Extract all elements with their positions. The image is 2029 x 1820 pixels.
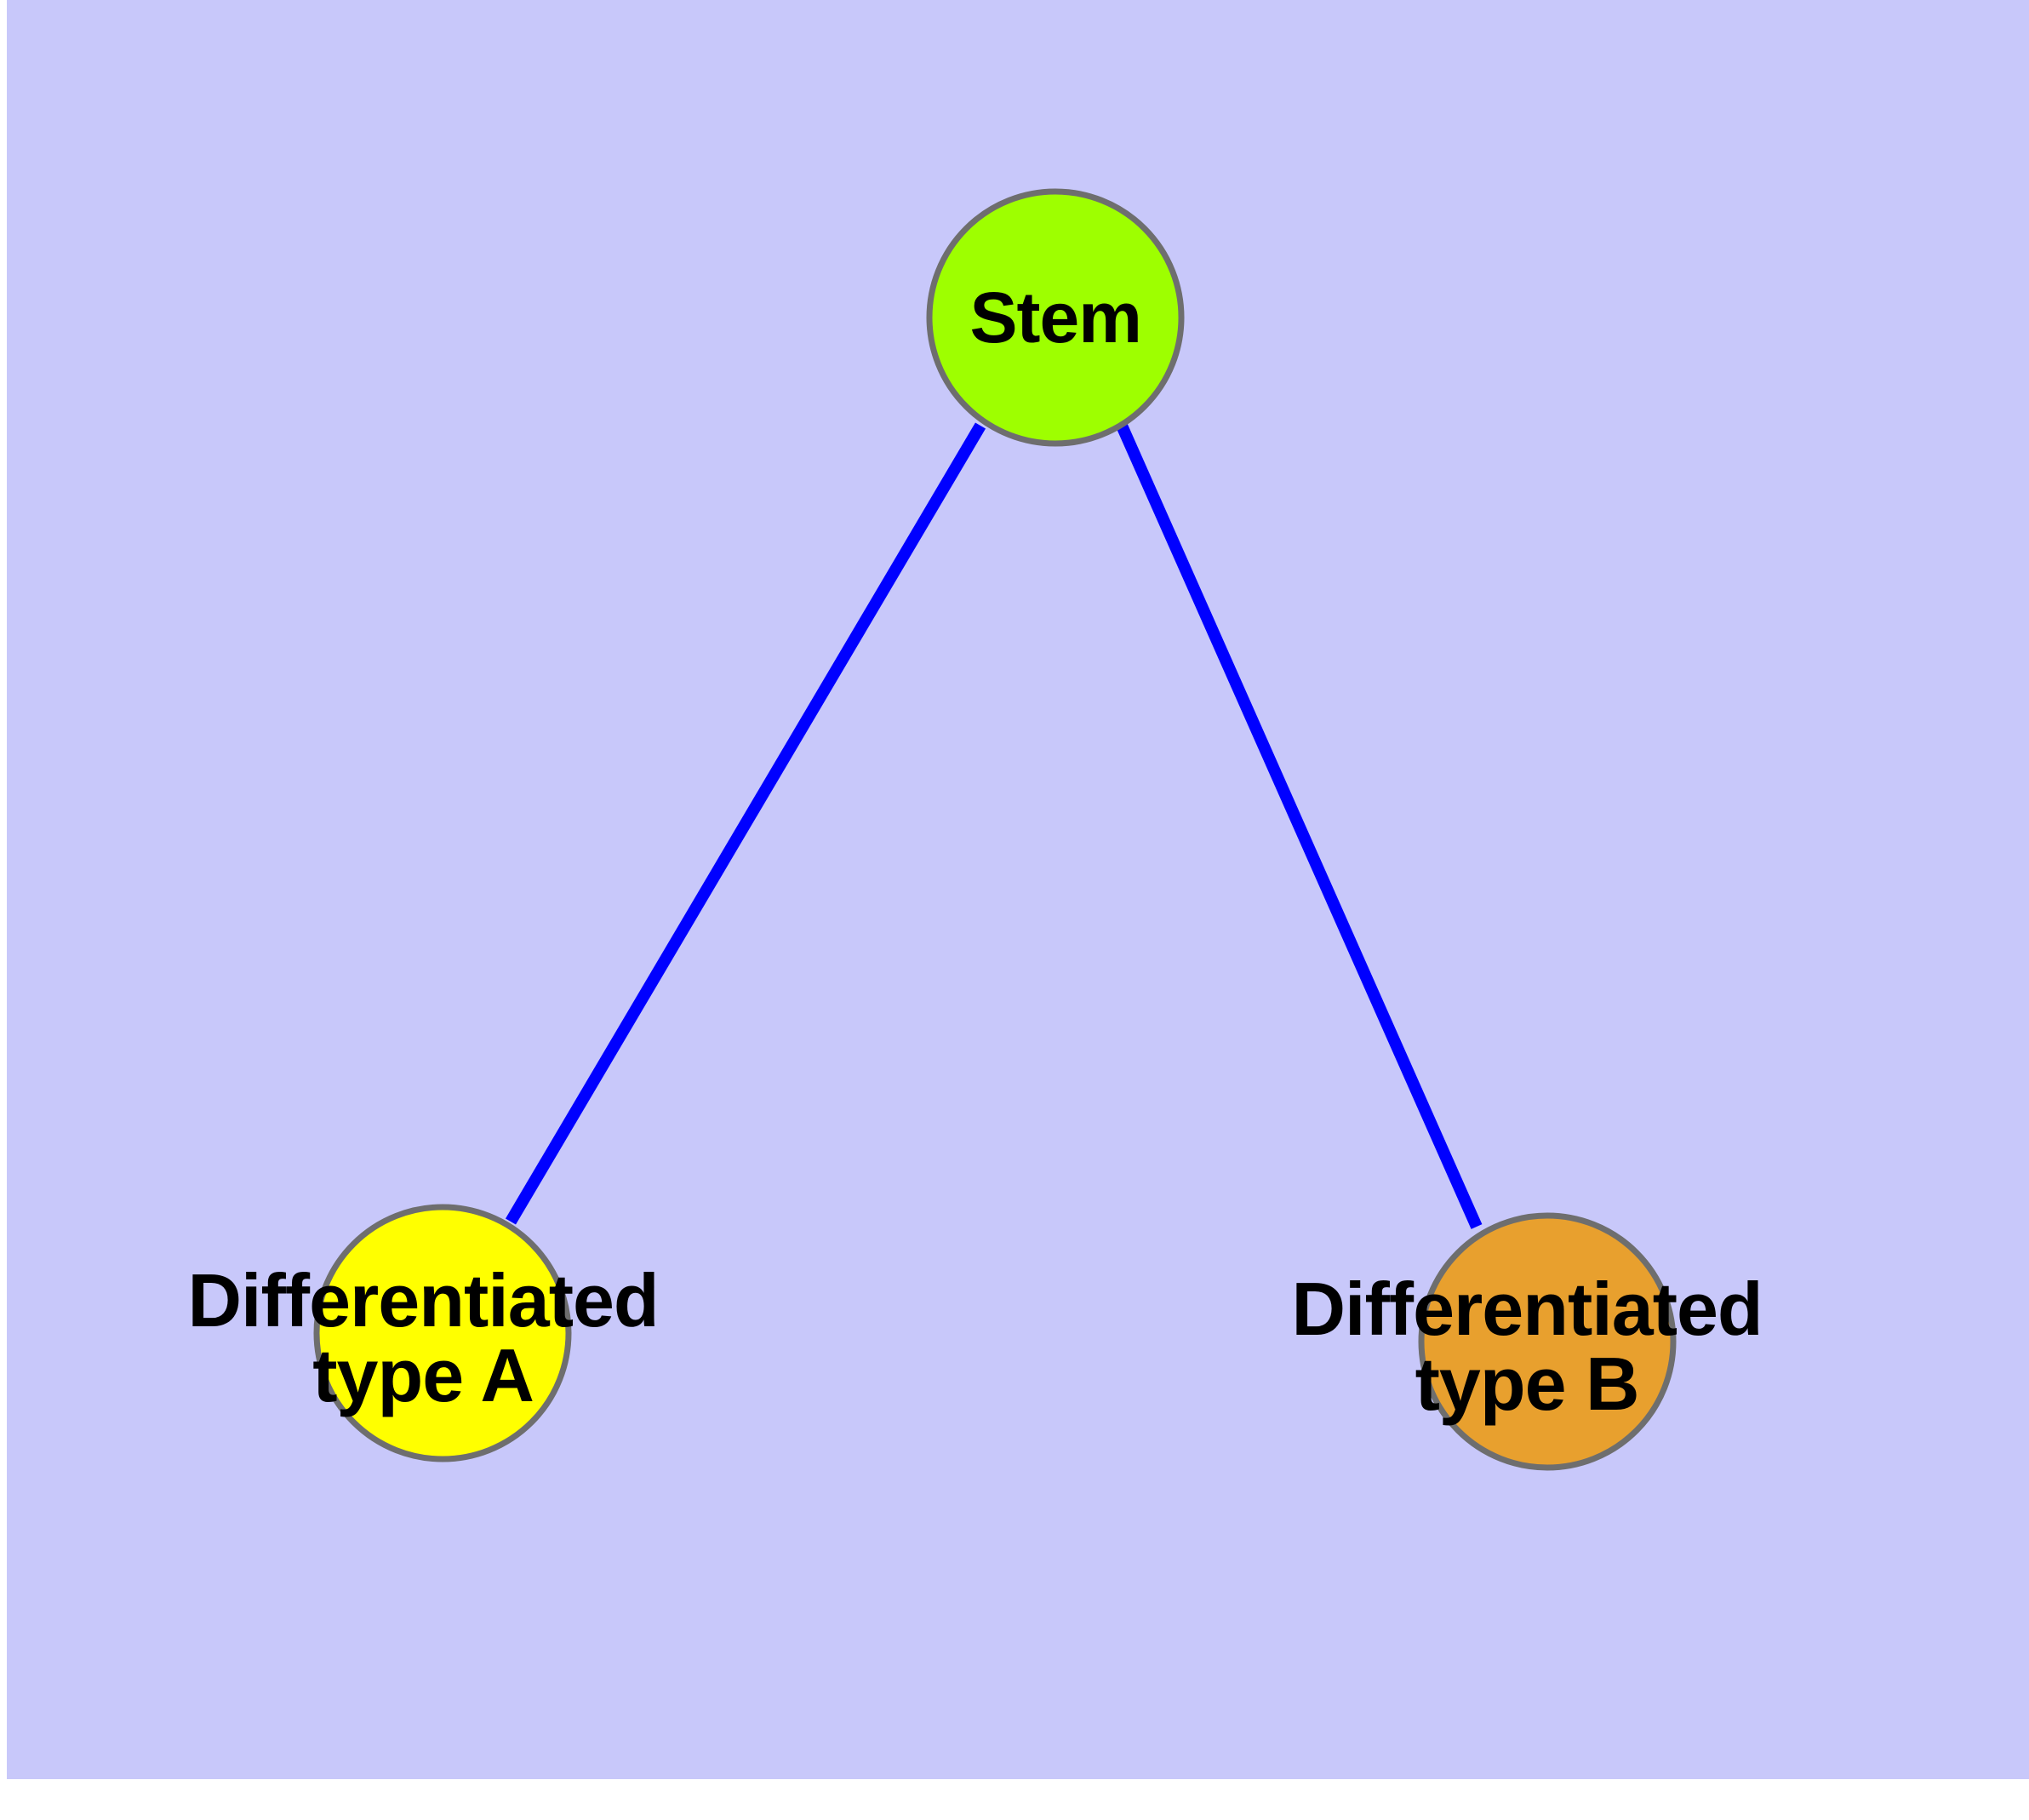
node-label-stem: Stem [969,278,1142,358]
node-label-line: Differentiated [187,1258,660,1342]
node-label-line: Stem [969,278,1142,358]
node-label-line: Differentiated [1291,1267,1763,1351]
node-stem[interactable] [926,188,1185,447]
nodes-group [313,188,1677,1471]
node-differentiated-type-a[interactable] [313,1204,572,1462]
node-differentiated-type-b[interactable] [1418,1212,1677,1471]
node-label-line: type A [312,1333,534,1417]
node-label-line: type B [1415,1342,1640,1426]
